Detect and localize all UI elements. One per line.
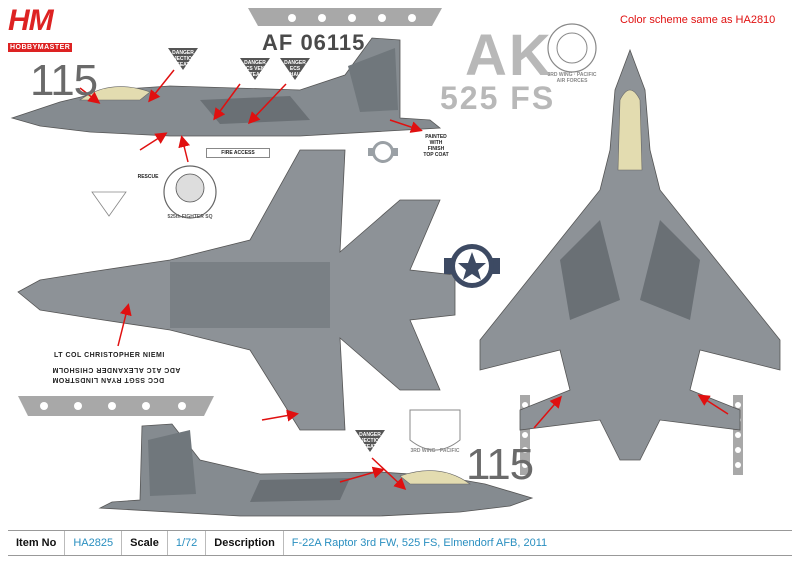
- paw-banner-top: [248, 8, 442, 26]
- divider: [166, 531, 168, 555]
- fighter-squadron-badge: [163, 165, 217, 219]
- roundel-small: [368, 141, 398, 163]
- danger-ecs-vent-stencil: DANGER ECS VENT STEAM: [242, 60, 268, 78]
- item-no-value: HA2825: [73, 537, 114, 549]
- description-label: Description: [214, 537, 275, 549]
- tail-squadron: 525 FS: [440, 80, 556, 116]
- plan-view-underside: [17, 149, 456, 431]
- paw-strip-left: [520, 395, 530, 475]
- plan-view-top: [479, 48, 781, 461]
- item-no-label: Item No: [16, 537, 57, 549]
- paw-banner-bottom: [18, 396, 214, 416]
- wing-shield-badge: [409, 409, 461, 451]
- color-scheme-note: Color scheme same as HA2810: [620, 14, 776, 26]
- side-profile-top: [10, 37, 442, 137]
- crew-chief-name: ADC A1C ALEXANDER CHISHOLM: [52, 366, 181, 373]
- scale-value: 1/72: [175, 537, 198, 549]
- divider: [64, 531, 66, 555]
- hobbymaster-logo: HM HOBBYMASTER: [8, 4, 73, 52]
- wing-badge: [547, 23, 597, 73]
- danger-ejection-stencil-bottom: DANGER EJECTION SEAT: [357, 432, 383, 450]
- divider: [205, 531, 207, 555]
- serial-number: AF 06115: [262, 30, 366, 55]
- scale-label: Scale: [130, 537, 159, 549]
- callout-arrows: [79, 69, 729, 491]
- divider: [282, 531, 284, 555]
- modex-number-top: 115: [30, 56, 98, 105]
- painted-note-stencil: PAINTED WITH FINISH TOP COAT: [423, 134, 449, 158]
- roundel-large: [444, 244, 500, 288]
- paw-strip-right: [733, 395, 743, 475]
- logo-mark: HM: [8, 4, 54, 37]
- divider: [121, 531, 123, 555]
- modex-number-bottom: 115: [466, 440, 534, 489]
- info-bar: Item No HA2825 Scale 1/72 Description F-…: [8, 530, 792, 556]
- pilot-name: LT COL CHRISTOPHER NIEMI: [54, 352, 165, 359]
- description-value: F-22A Raptor 3rd FW, 525 FS, Elmendorf A…: [291, 537, 548, 549]
- fire-access-stencil: FIRE ACCESS: [206, 148, 270, 158]
- wing-shield-text: 3RD WING · PACIFIC: [410, 448, 460, 454]
- tail-code: AK: [465, 23, 553, 88]
- danger-ecs-exhaust-stencil: DANGER ECS EXHAUST: [283, 60, 307, 78]
- logo-text: HOBBYMASTER: [8, 43, 73, 52]
- dcc-name: DCC SSGT RYAN LINDSTROM: [52, 376, 165, 383]
- wing-badge-text: 3RD WING · PACIFIC AIR FORCES: [547, 72, 597, 84]
- fighter-squadron-badge-text: 525th FIGHTER SQ: [167, 214, 213, 220]
- danger-triangles: [91, 48, 385, 452]
- aircraft-artwork: [10, 8, 781, 517]
- rescue-stencil: RESCUE: [137, 174, 159, 180]
- danger-ejection-stencil: DANGER EJECTION SEAT: [170, 50, 196, 68]
- side-profile-bottom: [98, 423, 534, 517]
